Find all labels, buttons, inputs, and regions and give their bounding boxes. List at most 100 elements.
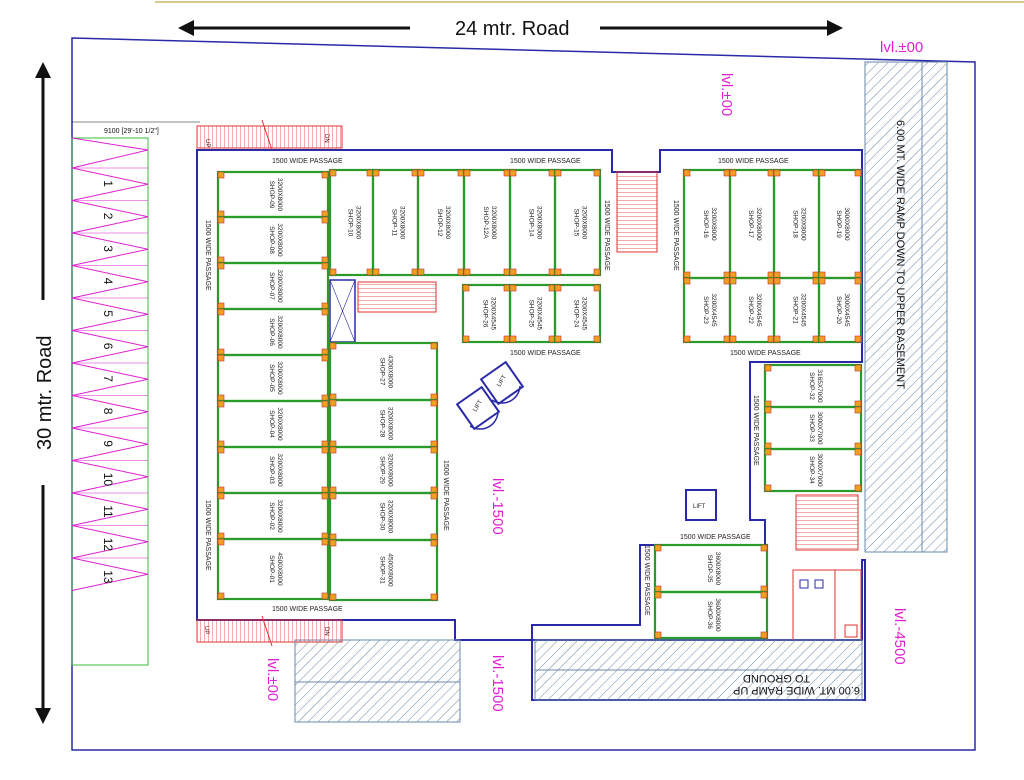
- column: [854, 406, 862, 414]
- column: [321, 492, 329, 500]
- column: [430, 593, 438, 601]
- shop-name: SHOP-11: [391, 209, 398, 237]
- column: [593, 268, 601, 276]
- column: [329, 169, 337, 177]
- column: [417, 268, 425, 276]
- column: [818, 335, 826, 343]
- shop-size: 4300X8000: [387, 355, 394, 389]
- column: [764, 484, 772, 492]
- column: [321, 308, 329, 316]
- building-outline: [196, 149, 866, 701]
- shop-name: SHOP-09: [268, 181, 275, 209]
- shop-name: SHOP-14: [528, 209, 535, 237]
- shop-name: SHOP-34: [808, 456, 815, 484]
- shop-name: SHOP-16: [702, 210, 709, 238]
- parking-bay-number: 9: [101, 440, 115, 447]
- column: [554, 335, 562, 343]
- parking-bay-number: 3: [101, 245, 115, 252]
- bottom-ramp-line1: 6.00 MT. WIDE RAMP UP: [733, 684, 860, 696]
- column: [217, 216, 225, 224]
- shop-name: SHOP-08: [268, 226, 275, 254]
- column: [217, 538, 225, 546]
- bottom-left-ramp: [294, 639, 461, 723]
- shop-size: 3000X7000: [816, 411, 823, 445]
- column: [430, 492, 438, 500]
- column: [764, 364, 772, 372]
- parking-bay-line: [71, 265, 149, 299]
- column: [430, 446, 438, 454]
- column: [329, 446, 337, 454]
- right-ramp: [864, 61, 948, 553]
- left-road-label: 30 mtr. Road: [34, 335, 56, 450]
- shop-name: SHOP-17: [747, 210, 754, 238]
- shop-name: SHOP-30: [379, 503, 386, 531]
- column: [818, 169, 826, 177]
- bottom-stair: [196, 615, 343, 647]
- parking-bay-number: 5: [101, 310, 115, 317]
- passage-top-1: 1500 WIDE PASSAGE: [272, 158, 343, 165]
- shop-name: SHOP-29: [379, 456, 386, 484]
- shop-size: 3200X4545: [800, 293, 807, 327]
- shop-wall: [216, 537, 330, 601]
- column: [729, 335, 737, 343]
- shop-name: SHOP-31: [379, 556, 386, 584]
- top-stair-up: UP: [204, 139, 210, 147]
- shop-size: 3200X8000: [490, 206, 497, 240]
- passage-mid-vert-2: 1500 WIDE PASSAGE: [672, 200, 679, 271]
- parking-bay-line: [71, 395, 149, 429]
- column: [854, 448, 862, 456]
- column: [329, 268, 337, 276]
- parking-bay-line: [71, 232, 149, 266]
- lift-label-1: LIFT: [497, 374, 509, 388]
- column: [217, 592, 225, 600]
- passage-center: 1500 WIDE PASSAGE: [442, 460, 449, 531]
- parking-bay-line: [71, 200, 149, 234]
- shop-name: SHOP-19: [835, 210, 842, 238]
- column: [217, 171, 225, 179]
- level-bottom-center: lvl.-1500: [489, 655, 506, 712]
- column: [509, 335, 517, 343]
- parking-bay-line: [71, 362, 149, 396]
- shop-name: SHOP-21: [792, 296, 799, 324]
- column: [463, 169, 471, 177]
- shop-wall: [553, 168, 602, 277]
- column: [683, 335, 691, 343]
- shop-wall: [328, 538, 439, 602]
- shop-name: SHOP-24: [573, 300, 580, 328]
- column: [764, 448, 772, 456]
- parking-bay-line: [71, 137, 149, 169]
- shop-name: SHOP-32: [808, 372, 815, 400]
- top-stair: [196, 119, 343, 151]
- column: [430, 399, 438, 407]
- lift-right: [685, 489, 717, 521]
- shop-size: 3200X8000: [276, 407, 283, 441]
- shop-name: SHOP-05: [268, 364, 275, 392]
- shop-wall: [763, 447, 863, 493]
- column: [764, 406, 772, 414]
- column: [462, 335, 470, 343]
- shop-name: SHOP-28: [379, 410, 386, 438]
- column: [321, 400, 329, 408]
- passage-lower-vert: 1500 WIDE PASSAGE: [643, 545, 650, 616]
- column: [217, 308, 225, 316]
- passage-mid-2: 1500 WIDE PASSAGE: [730, 350, 801, 357]
- shop-size: 3200X8000: [355, 206, 362, 240]
- column: [593, 169, 601, 177]
- column: [329, 539, 337, 547]
- column: [321, 216, 329, 224]
- shop-size: 3200X8000: [387, 407, 394, 441]
- column: [760, 544, 768, 552]
- shop-name: SHOP-03: [268, 456, 275, 484]
- shop-size: 3200X8000: [536, 206, 543, 240]
- shop-size: 3200X8000: [387, 500, 394, 534]
- shop-size: 3200X8000: [276, 315, 283, 349]
